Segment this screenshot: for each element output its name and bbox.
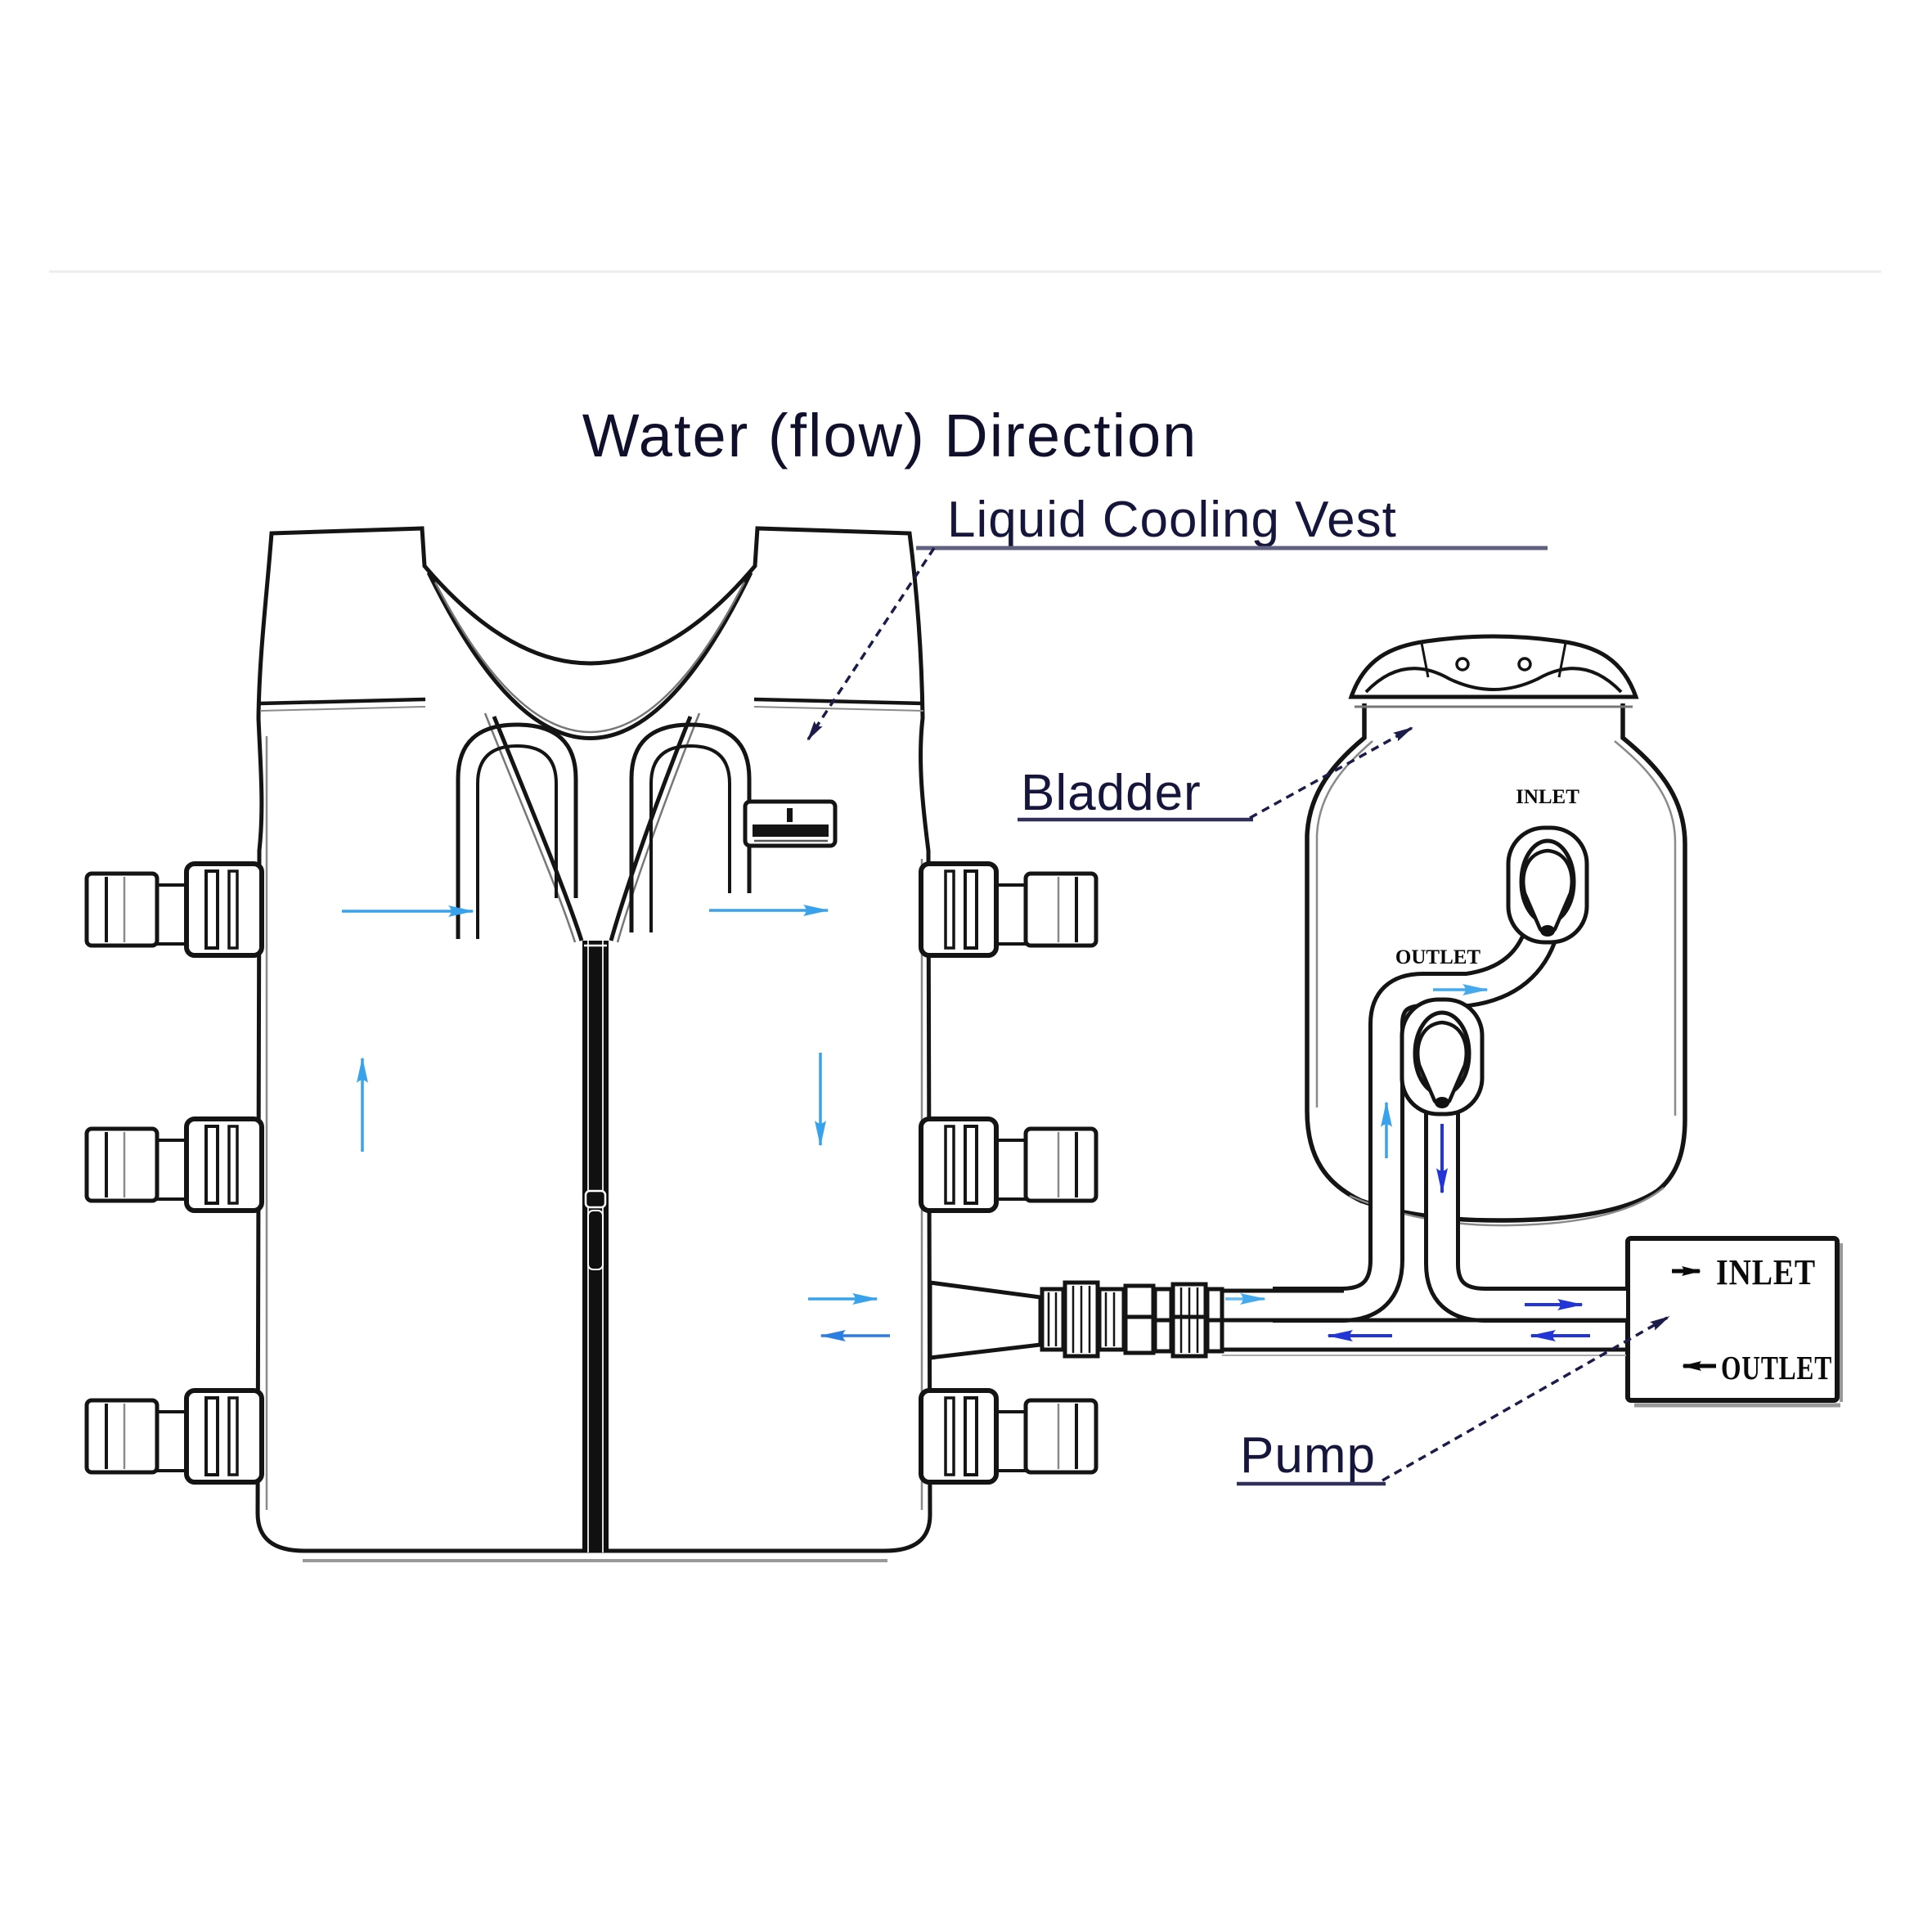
- front-v-right: [609, 716, 693, 941]
- strap-left-top: [87, 864, 262, 955]
- collar-band-accent: [434, 582, 746, 734]
- page-title: Water (flow) Direction: [582, 402, 1198, 470]
- vest-callout-label: Liquid Cooling Vest: [947, 492, 1397, 548]
- front-v-left: [492, 716, 584, 941]
- vest-drawing: [87, 526, 1096, 1562]
- left-shoulder-seam: [259, 697, 426, 706]
- bladder-outlet-label: OUTLET: [1395, 946, 1481, 968]
- downpipe-core: [1428, 1060, 1626, 1319]
- vest-callout-leader: [806, 547, 936, 741]
- bladder-callout-leader: [1249, 726, 1413, 820]
- strap-right-top: [921, 864, 1096, 955]
- pump-outlet-label: OUTLET: [1721, 1349, 1832, 1386]
- strap-left-middle: [87, 1119, 262, 1211]
- flow-arrows: [342, 905, 1590, 1341]
- hose-connectors: [928, 1280, 1224, 1360]
- bladder-drawing: [1305, 634, 1687, 1227]
- bladder-inner-line-left: [1315, 740, 1373, 1108]
- zipper: [582, 941, 609, 1552]
- bladder-inlet-port: [1506, 825, 1589, 945]
- strap-right-bottom: [921, 1391, 1096, 1482]
- tubing: [1222, 922, 1626, 1356]
- logo-patch: [743, 799, 838, 848]
- zipper-pull: [587, 1210, 604, 1270]
- chest-tube-loops: [456, 722, 752, 939]
- zipper-slider: [584, 1189, 607, 1209]
- pump-callout-label: Pump: [1240, 1427, 1376, 1484]
- bladder-inlet-label: INLET: [1516, 786, 1579, 808]
- funnel-connector: [928, 1280, 1043, 1360]
- callouts: Liquid Cooling Vest Bladder Pump: [806, 492, 1670, 1486]
- pump-box: INLET OUTLET: [1625, 1236, 1843, 1408]
- right-shoulder-seam: [753, 697, 924, 706]
- bladder-inner-line-right: [1614, 740, 1677, 1116]
- right-shoulder-seam-accent: [753, 706, 924, 712]
- left-shoulder-seam-accent: [259, 706, 426, 712]
- strap-left-bottom: [87, 1391, 262, 1482]
- pump-outline: [1625, 1236, 1840, 1403]
- riser-pipe-core: [1273, 923, 1557, 1319]
- bladder-body: [1305, 703, 1687, 1223]
- bladder-cap: [1348, 634, 1639, 708]
- bladder-callout-label: Bladder: [1021, 765, 1202, 821]
- pump-inlet-label: INLET: [1716, 1252, 1816, 1292]
- collar-band-lower-curve: [426, 571, 753, 740]
- strap-right-middle: [921, 1119, 1096, 1211]
- bladder-ports: INLET OUTLET: [1395, 786, 1589, 1117]
- bladder-outlet-port: [1400, 997, 1485, 1117]
